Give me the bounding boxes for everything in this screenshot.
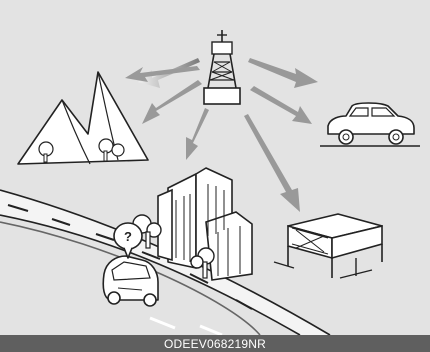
car-icon	[320, 103, 420, 146]
caption-bar: ODEEV068219NR	[0, 335, 430, 352]
figure-caption: ODEEV068219NR	[164, 337, 266, 351]
radio-tower-icon	[204, 30, 240, 104]
mountains-icon	[18, 72, 148, 164]
vehicle-icon	[103, 256, 158, 306]
parking-garage-icon	[274, 214, 382, 278]
question-mark-text: ?	[124, 229, 132, 244]
buildings-icon	[133, 168, 252, 280]
